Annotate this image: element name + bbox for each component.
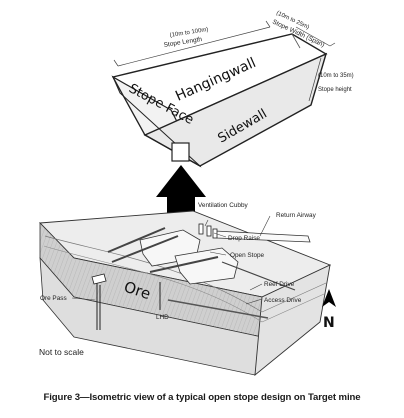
- stope-outline-square: [171, 142, 190, 162]
- scale-note: Not to scale: [39, 347, 84, 357]
- dimension-lines: [113, 20, 336, 102]
- lhd-label: LHD: [156, 314, 169, 321]
- figure-caption: Figure 3—Isometric view of a typical ope…: [43, 392, 361, 403]
- access-drive-label: Access Drive: [264, 297, 302, 304]
- north-label: N: [323, 315, 335, 331]
- return-airway-label: Return Airway: [276, 212, 317, 219]
- stope-block: [111, 33, 328, 168]
- ore-pass-label: Ore Pass: [40, 295, 67, 302]
- drop-raise-label: Drop Raise: [228, 235, 260, 242]
- callout-leaders: [71, 215, 271, 305]
- ventilation-cubby-label: Ventilation Cubby: [198, 202, 249, 209]
- height-label: Stope height: [318, 87, 352, 93]
- north-arrow-icon: [322, 289, 336, 307]
- reef-drive-label: Reef Drive: [264, 281, 295, 288]
- open-stope-label: Open Stope: [230, 252, 265, 259]
- height-range-label: (10m to 35m): [318, 73, 354, 79]
- stope-diagram: (10m to 100m) Stope Length (10m to 25m) …: [39, 10, 354, 377]
- mine-block: [39, 210, 332, 377]
